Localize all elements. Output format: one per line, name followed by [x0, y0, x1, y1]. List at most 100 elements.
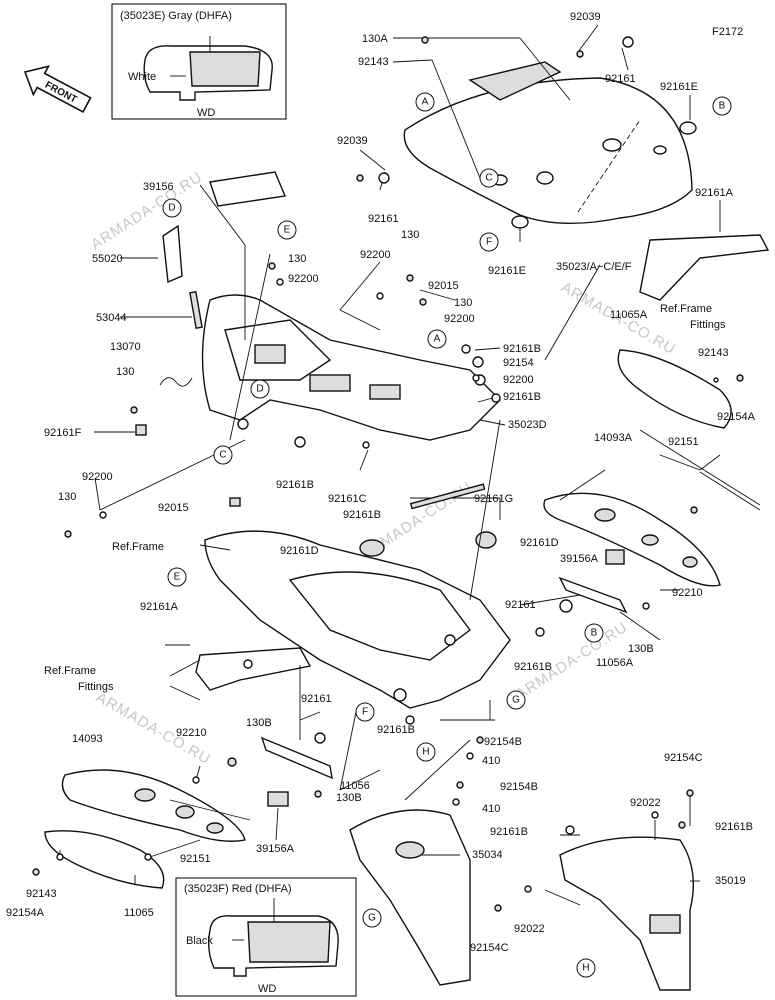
part-label: 410 [482, 755, 500, 767]
part-label: 92161E [660, 81, 698, 93]
part-label: 14093A [594, 432, 633, 444]
part-label: 11056 [340, 780, 370, 792]
pad-39156 [209, 171, 286, 207]
part-label: 92161G [474, 493, 513, 505]
part-label: 92039 [570, 11, 601, 23]
rear-fender-35023 [403, 61, 693, 225]
part-label: 92143 [358, 56, 389, 68]
part-label: 130 [401, 229, 419, 241]
callout-d: D [168, 203, 175, 214]
plate-11056 [260, 736, 333, 780]
inset-top: (35023E) Gray (DHFA) White WD [111, 3, 287, 120]
part-label: 92022 [630, 797, 661, 809]
part-label: 92151 [668, 436, 699, 448]
inset-top-wd: WD [197, 107, 215, 119]
part-label: 92143 [26, 888, 57, 900]
part-label: 92161B [343, 509, 381, 521]
inset-top-title: (35023E) Gray (DHFA) [120, 10, 232, 22]
callout-e: E [284, 225, 291, 236]
seat-tray [201, 294, 501, 441]
part-labels: 130A 92143 92039 92161 92161E 92039 9216… [6, 11, 756, 954]
part-label: 92161C [328, 493, 367, 505]
inset-top-white: White [128, 71, 156, 83]
part-label: 92022 [514, 923, 545, 935]
part-label: 92161E [488, 265, 526, 277]
license-holder-35019 [559, 836, 695, 991]
pad-39156A-left [267, 791, 289, 807]
part-label: 92151 [180, 853, 211, 865]
callout-a: A [434, 334, 441, 345]
part-label: 92210 [672, 587, 703, 599]
frame-rear [204, 530, 511, 709]
part-label: 92200 [503, 374, 534, 386]
frame-fitting-left [195, 647, 312, 691]
part-label: 130 [116, 366, 134, 378]
part-label: 92039 [337, 135, 368, 147]
part-label: 92154C [470, 942, 509, 954]
cover-14093A [543, 492, 721, 587]
part-label: 92161 [505, 599, 536, 611]
front-arrow-icon: FRONT [23, 65, 92, 114]
part-label: 55020 [92, 253, 123, 265]
callout-c: C [219, 450, 226, 461]
part-label: 130A [362, 33, 388, 45]
part-label: 130 [454, 297, 472, 309]
part-label: 92154A [717, 411, 756, 423]
part-label: 92200 [360, 249, 391, 261]
license-lamp [649, 914, 681, 934]
callout-f: F [362, 707, 368, 718]
callout-f: F [486, 237, 492, 248]
part-label: 92143 [698, 347, 729, 359]
part-label: 92154C [664, 752, 703, 764]
inset-bottom-wd: WD [258, 983, 276, 995]
part-label: 92161B [514, 661, 552, 673]
part-label: 92154 [503, 357, 534, 369]
callout-d: D [256, 384, 263, 395]
hardware [32, 36, 744, 912]
part-label: 130 [58, 491, 76, 503]
part-label: 92161F [44, 427, 82, 439]
part-label: 39156A [256, 843, 295, 855]
callout-b: B [591, 628, 598, 639]
callout-g: G [368, 913, 376, 924]
ref-frame-fittings-label-left-1: Ref.Frame [44, 665, 96, 677]
part-label: 92161 [301, 693, 332, 705]
ref-frame-fittings-label-right-2: Fittings [690, 319, 726, 331]
part-label: 39156 [143, 181, 174, 193]
part-label: 92161D [520, 537, 559, 549]
mudguard-35034 [349, 809, 471, 986]
part-label: 92161B [503, 343, 541, 355]
cover-11065 [44, 830, 165, 889]
part-label: 13070 [110, 341, 141, 353]
part-label: 53044 [96, 312, 127, 324]
part-label: 39156A [560, 553, 599, 565]
part-label: 92015 [158, 502, 189, 514]
inset-bottom: (35023F) Red (DHFA) Black WD [175, 877, 357, 997]
ref-frame-fittings-label-right-1: Ref.Frame [660, 303, 712, 315]
part-label: 130 [288, 253, 306, 265]
part-label: 11056A [596, 657, 634, 669]
callout-h: H [422, 747, 429, 758]
part-label: 92154B [484, 736, 522, 748]
spring-13070 [159, 377, 193, 387]
plate-11056A [558, 576, 628, 614]
part-label: 92161A [140, 601, 179, 613]
callouts: A B C F D E A D C E B G F H G H [162, 92, 732, 978]
part-label: 35034 [472, 849, 503, 861]
callout-e: E [174, 572, 181, 583]
inset-bottom-black: Black [186, 935, 213, 947]
part-label: 92015 [428, 280, 459, 292]
pad-39156A-right [605, 549, 625, 565]
part-label: 92154B [500, 781, 538, 793]
callout-h: H [582, 963, 589, 974]
part-label: 11065A [610, 309, 648, 321]
part-label: 92161B [715, 821, 753, 833]
part-label: 92200 [82, 471, 113, 483]
cover-11065A [617, 349, 732, 429]
part-label: 92200 [444, 313, 475, 325]
part-label: 92161A [695, 187, 734, 199]
part-label: 92210 [176, 727, 207, 739]
part-label: 130B [628, 643, 654, 655]
part-label: 92161B [490, 826, 528, 838]
diagram-code: F2172 [712, 26, 743, 38]
